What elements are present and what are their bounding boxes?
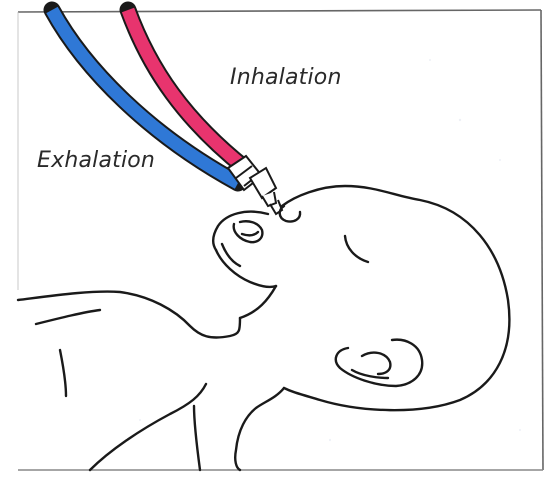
ear bbox=[336, 340, 422, 386]
inhalation-label: Inhalation bbox=[230, 65, 342, 90]
head-outline bbox=[282, 186, 509, 410]
shoulder-line bbox=[18, 292, 240, 338]
chest-line bbox=[235, 388, 284, 470]
breathing-circuit bbox=[52, 10, 282, 214]
arm-crease bbox=[36, 310, 100, 324]
nose bbox=[280, 206, 300, 222]
infant-illustration bbox=[18, 186, 509, 470]
neck bbox=[240, 286, 276, 318]
frame-top bbox=[18, 10, 541, 12]
arm-line bbox=[90, 384, 206, 470]
chin bbox=[216, 250, 276, 287]
frame-right bbox=[541, 10, 543, 470]
body-line bbox=[60, 350, 66, 396]
exhalation-label: Exhalation bbox=[37, 148, 155, 173]
closed-eye bbox=[345, 236, 368, 262]
underarm-line bbox=[194, 406, 200, 470]
